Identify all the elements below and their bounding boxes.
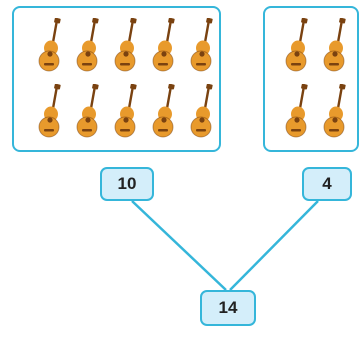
guitar-group-left: [12, 6, 221, 152]
guitar-icon: [152, 17, 182, 72]
guitar-icon: [38, 17, 68, 72]
whole-number-total: 14: [200, 290, 256, 326]
guitar-icon: [38, 83, 68, 138]
guitar-icon: [114, 17, 144, 72]
guitar-icon: [190, 83, 220, 138]
connector-right: [229, 200, 319, 291]
guitar-icon: [76, 17, 106, 72]
guitar-icon: [323, 17, 353, 72]
connector-left: [131, 200, 227, 291]
guitar-icon: [285, 17, 315, 72]
guitar-icon: [323, 83, 353, 138]
guitar-icon: [152, 83, 182, 138]
guitar-icon: [114, 83, 144, 138]
guitar-icon: [285, 83, 315, 138]
guitar-icon: [190, 17, 220, 72]
part-number-right: 4: [302, 167, 352, 201]
part-number-left: 10: [100, 167, 154, 201]
guitar-group-right: [263, 6, 359, 152]
guitar-icon: [76, 83, 106, 138]
